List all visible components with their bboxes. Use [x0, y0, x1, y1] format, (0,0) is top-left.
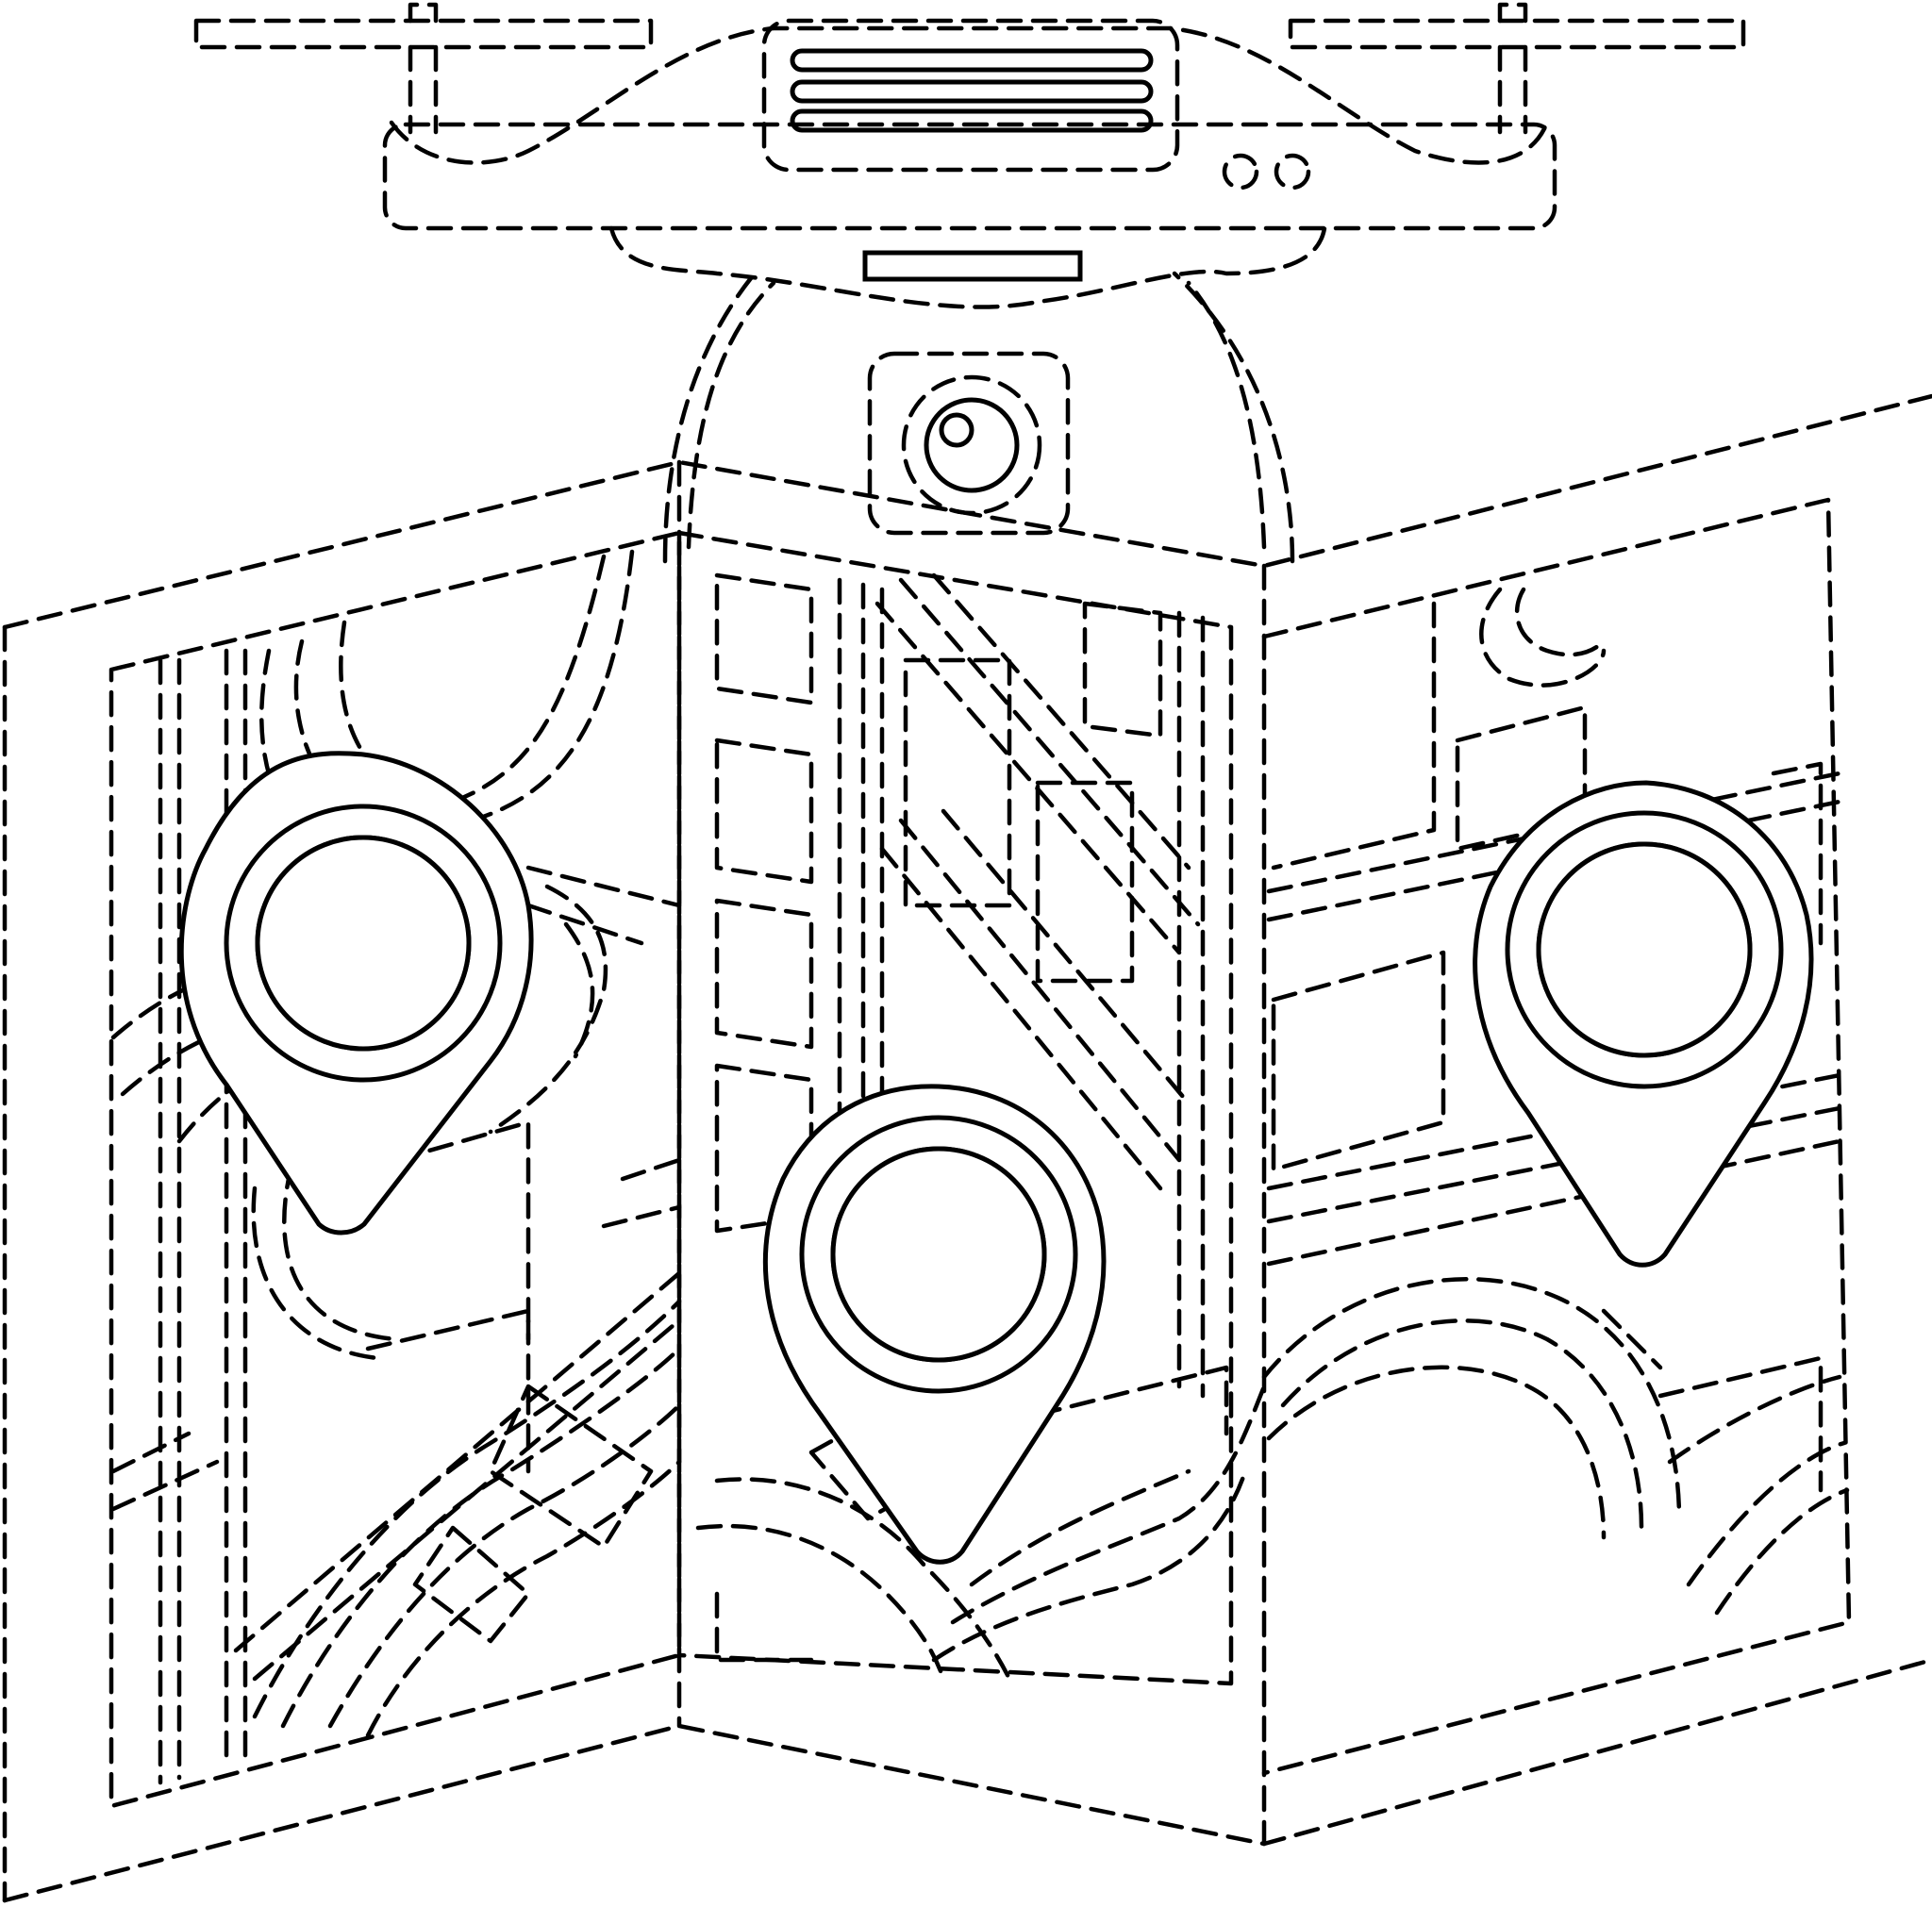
location-pin-right [1473, 780, 1814, 1268]
location-pin-left [178, 751, 534, 1235]
map-outline-bottom [2, 1657, 1932, 1903]
drone-grille-slot [790, 48, 1154, 73]
pin-marker-icon [830, 1146, 1047, 1363]
rotor-mast-left [408, 2, 439, 135]
status-light-icon [1274, 153, 1311, 191]
propeller-right [1288, 18, 1746, 50]
camera-housing [867, 351, 1071, 536]
map-panel-center [676, 530, 1234, 1686]
folded-map [2, 393, 1932, 1903]
drone-grille-slot [790, 79, 1154, 104]
map-streets-left [110, 549, 682, 1785]
drone-underside [608, 225, 1327, 309]
pin-marker-icon [1536, 841, 1753, 1058]
drone-grille-slot [790, 108, 1154, 133]
drone-grille-housing [761, 18, 1180, 173]
map-streets-center [695, 572, 1267, 1682]
rotor-mast-right [1497, 2, 1528, 135]
pin-marker-icon [255, 835, 472, 1052]
status-light-icon [1222, 153, 1259, 191]
drone-body-top [389, 25, 1550, 165]
drone [193, 2, 1746, 564]
propeller-left [193, 18, 654, 50]
drone-sensor-slot [862, 250, 1083, 282]
map-panel-left [108, 530, 682, 1809]
camera-gimbal-arch-outer [662, 271, 1295, 564]
drone-body [382, 122, 1557, 231]
camera-gimbal-arch-inner [686, 280, 1267, 550]
map-panel-right [1261, 497, 1852, 1776]
camera-lens [901, 374, 1042, 516]
location-pin-center [762, 1084, 1107, 1565]
